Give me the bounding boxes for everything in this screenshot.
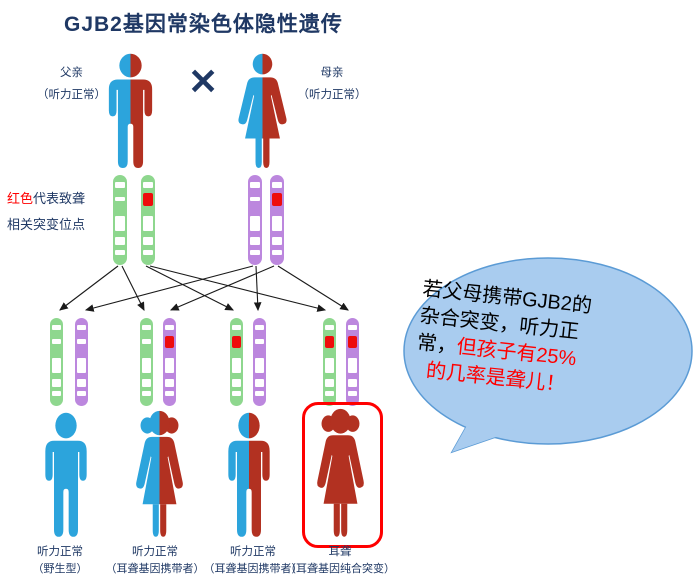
father-label: 父亲 （听力正常） — [14, 62, 129, 106]
legend-line2: 相关突变位点 — [7, 217, 86, 232]
mother-figure-icon — [229, 53, 296, 171]
legend-line1: 红色代表致聋 — [7, 191, 86, 206]
mother-chromosome-normal — [248, 175, 262, 265]
page-title: GJB2基因常染色体隐性遗传 — [64, 13, 343, 36]
father-chromosome-mutant — [141, 175, 155, 265]
child3-chromosome-paternal — [230, 318, 243, 406]
child2-chromosome-maternal — [163, 318, 176, 406]
child3-chromosome-maternal — [253, 318, 266, 406]
mother-chromosome-mutant — [270, 175, 284, 265]
deaf-child-highlight-box — [302, 402, 383, 548]
child1-label: 听力正常 （野生型） — [32, 546, 88, 575]
father-name: 父亲 — [60, 67, 83, 79]
father-status: （听力正常） — [37, 89, 106, 101]
father-figure-icon — [108, 53, 153, 169]
child1-chromosome-maternal — [75, 318, 88, 406]
child1-figure-icon — [45, 412, 87, 537]
cross-symbol: ✕ — [188, 61, 219, 102]
speech-bubble-text: 若父母携带GJB2的 杂合突变，听力正 常，但孩子有25% 的几率是聋儿！ — [413, 276, 669, 409]
mother-name: 母亲 — [320, 67, 344, 79]
child4-label: 耳聋 （耳聋基因纯合突变） — [285, 546, 395, 575]
father-chromosome-normal — [113, 175, 127, 265]
child2-figure-icon — [127, 410, 192, 540]
child4-chromosome-maternal — [346, 318, 359, 406]
child2-chromosome-paternal — [140, 318, 153, 406]
child4-chromosome-paternal — [323, 318, 336, 406]
mutation-legend: 红色代表致聋 相关突变位点 — [7, 186, 85, 238]
child1-chromosome-paternal — [50, 318, 63, 406]
mother-label: 母亲 （听力正常） — [272, 62, 392, 106]
child3-label: 听力正常 （耳聋基因携带者） — [203, 546, 303, 575]
child2-label: 听力正常 （耳聋基因携带者） — [105, 546, 205, 575]
mother-status: （听力正常） — [297, 89, 367, 101]
child3-figure-icon — [228, 412, 270, 537]
